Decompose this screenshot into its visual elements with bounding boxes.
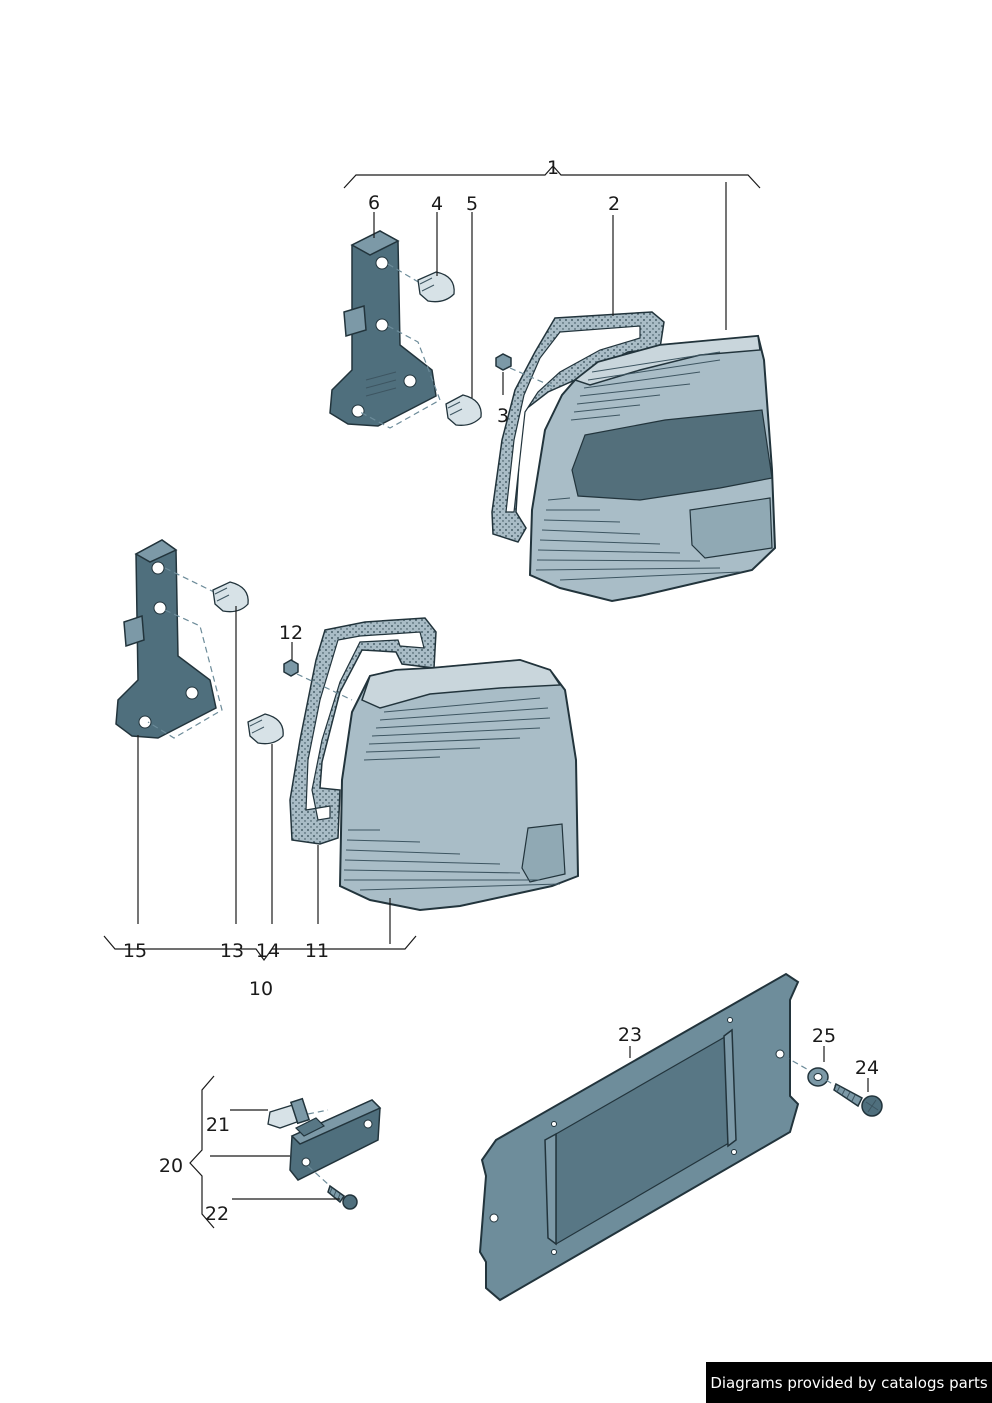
label-12: 12 <box>279 622 303 644</box>
label-3: 3 <box>497 405 509 427</box>
plate-lamp-housing <box>289 1099 382 1181</box>
bulb-lower-top <box>164 567 249 613</box>
festoon-bulb <box>267 1097 329 1129</box>
label-20: 20 <box>159 1155 183 1177</box>
label-2: 2 <box>608 193 620 215</box>
bracket-20 <box>189 1075 215 1229</box>
bulb-upper-top <box>387 263 455 303</box>
bulb-holder-upper <box>329 230 437 427</box>
tail-light-lens-lower <box>338 658 580 912</box>
bulb-holder-lower <box>115 539 217 739</box>
label-4: 4 <box>431 193 443 215</box>
bracket-1 <box>343 165 761 189</box>
plate-light-group <box>189 1075 382 1229</box>
label-13: 13 <box>220 940 244 962</box>
lens-ribs-upper <box>535 351 741 581</box>
credit-text: Diagrams provided by catalogs parts <box>710 1373 988 1392</box>
label-1: 1 <box>547 157 559 179</box>
tail-light-lens-upper <box>528 334 777 603</box>
label-10: 10 <box>249 978 273 1000</box>
label-23: 23 <box>618 1024 642 1046</box>
label-22: 22 <box>205 1203 229 1225</box>
nut-lower <box>283 659 353 701</box>
label-11: 11 <box>305 940 329 962</box>
label-15: 15 <box>123 940 147 962</box>
label-5: 5 <box>466 193 478 215</box>
lower-tail-light-group <box>103 539 580 962</box>
label-6: 6 <box>368 192 380 214</box>
credit-banner: Diagrams provided by catalogs parts <box>706 1362 992 1403</box>
bracket-10 <box>103 935 417 962</box>
lens-ribs-lower <box>343 697 561 891</box>
tapping-screw <box>825 1079 883 1117</box>
upper-tail-light-group <box>329 165 777 603</box>
nut-upper <box>495 353 557 389</box>
bulb-upper-bottom <box>359 325 482 429</box>
label-21: 21 <box>206 1114 230 1136</box>
bulb-lower-bottom <box>147 609 284 745</box>
washer <box>807 1067 829 1087</box>
gasket-upper <box>491 311 665 543</box>
number-plate-bracket <box>478 972 813 1302</box>
label-14: 14 <box>256 940 280 962</box>
label-25: 25 <box>812 1025 836 1047</box>
gasket-lower <box>289 617 437 845</box>
label-24: 24 <box>855 1057 879 1079</box>
plate-lamp-screw <box>307 1165 358 1210</box>
